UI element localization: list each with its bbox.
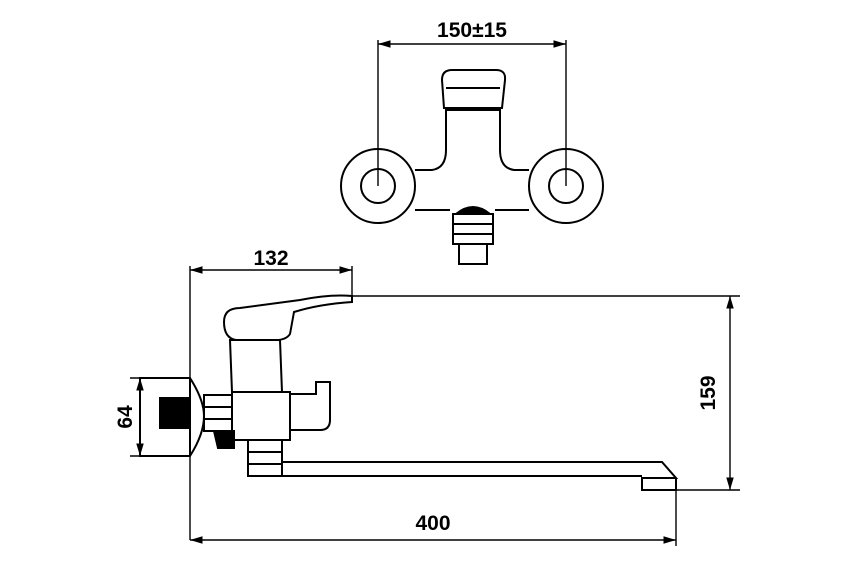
- label-handle-length: 132: [253, 247, 288, 270]
- side-view: [139, 294, 679, 491]
- label-top-width: 150±15: [437, 19, 507, 42]
- valve-body: [231, 391, 291, 441]
- dimension-flange: [130, 377, 190, 457]
- spout: [282, 461, 679, 491]
- label-spout-length: 400: [415, 512, 450, 535]
- spout-collar: [247, 439, 283, 477]
- top-body: [415, 109, 529, 211]
- dimension-handle-length: [189, 266, 353, 540]
- top-view: [340, 69, 604, 265]
- label-height: 159: [697, 375, 720, 410]
- dimension-spout-length: [190, 490, 677, 546]
- top-diverter-knob: [458, 243, 488, 265]
- side-diverter: [290, 381, 331, 431]
- eccentric-nut: [203, 394, 233, 432]
- top-handle: [440, 69, 507, 109]
- dimension-top-width: [377, 40, 567, 186]
- threaded-stub: [159, 397, 191, 429]
- lever-handle: [222, 294, 353, 341]
- dimension-height: [352, 295, 740, 491]
- top-diverter-nut: [452, 213, 494, 245]
- label-flange: 64: [114, 405, 137, 429]
